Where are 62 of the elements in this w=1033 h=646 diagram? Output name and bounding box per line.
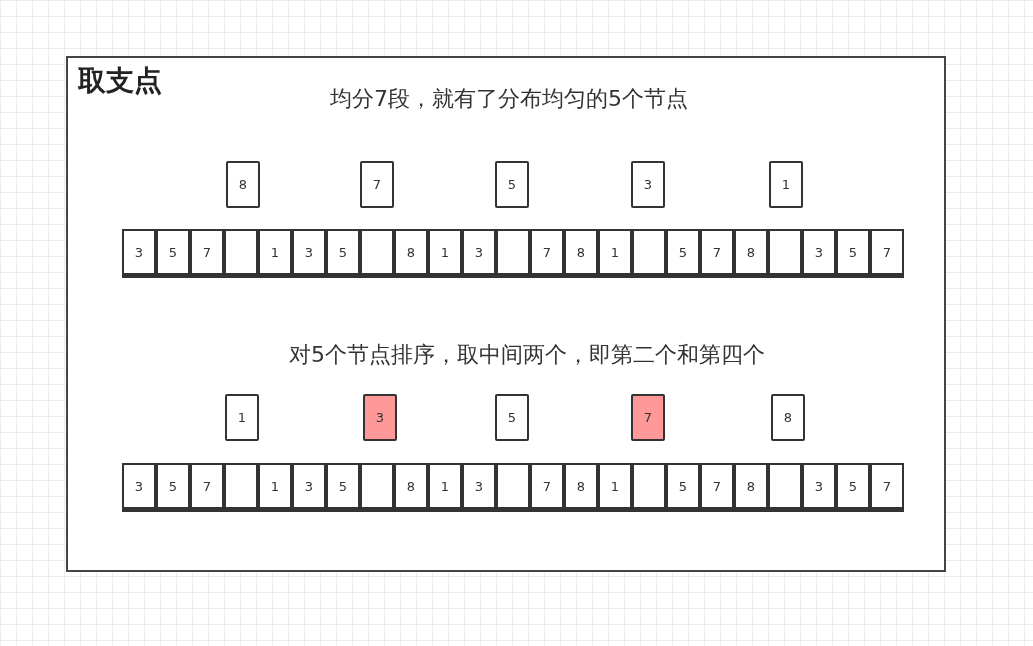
- array-cell: 5: [666, 465, 700, 509]
- array-cell: [768, 231, 802, 275]
- array-cell: 5: [836, 231, 870, 275]
- array-cell: 3: [122, 231, 156, 275]
- array-cell: [224, 465, 258, 509]
- array-cell: 5: [156, 465, 190, 509]
- pivot-card: 5: [495, 161, 529, 208]
- array-cell: [496, 465, 530, 509]
- array-cell: 5: [156, 231, 190, 275]
- array-cell: 8: [394, 231, 428, 275]
- array-cell: 8: [564, 465, 598, 509]
- array-cell: 3: [802, 465, 836, 509]
- array-bar: [122, 463, 904, 512]
- array-cell: 5: [836, 465, 870, 509]
- pivot-card: 3: [631, 161, 665, 208]
- array-cell: 7: [700, 231, 734, 275]
- pivot-card: 5: [495, 394, 529, 441]
- heading-text: 对5个节点排序，取中间两个，即第二个和第四个: [289, 341, 765, 369]
- array-cell: 7: [190, 231, 224, 275]
- array-cell: 8: [734, 231, 768, 275]
- array-cell: 7: [530, 465, 564, 509]
- array-cell: 3: [462, 465, 496, 509]
- pivot-card: 8: [771, 394, 805, 441]
- array-cell: 1: [258, 231, 292, 275]
- array-cell: 8: [564, 231, 598, 275]
- array-cell: 7: [190, 465, 224, 509]
- array-cell: 1: [428, 231, 462, 275]
- array-cell: 3: [122, 465, 156, 509]
- array-cell: 7: [700, 465, 734, 509]
- array-cell: 1: [258, 465, 292, 509]
- pivot-card: 7: [631, 394, 665, 441]
- array-cell: [360, 231, 394, 275]
- array-cell: [224, 231, 258, 275]
- array-cell: [496, 231, 530, 275]
- pivot-card: 8: [226, 161, 260, 208]
- array-cell: 5: [326, 465, 360, 509]
- array-cell: 7: [530, 231, 564, 275]
- heading-text: 均分7段，就有了分布均匀的5个节点: [330, 85, 688, 113]
- array-cell: [360, 465, 394, 509]
- array-cell: 5: [666, 231, 700, 275]
- array-cell: 3: [802, 231, 836, 275]
- array-cell: 1: [598, 231, 632, 275]
- array-cell: [632, 465, 666, 509]
- array-cell: 3: [462, 231, 496, 275]
- frame-label: 取支点: [78, 63, 162, 99]
- array-cell: 3: [292, 231, 326, 275]
- array-cell: 7: [870, 231, 904, 275]
- frame-panel: [66, 56, 946, 572]
- array-cell: 8: [734, 465, 768, 509]
- array-cell: 1: [598, 465, 632, 509]
- array-cell: 7: [870, 465, 904, 509]
- pivot-card: 1: [225, 394, 259, 441]
- array-bar: [122, 229, 904, 278]
- array-cell: 5: [326, 231, 360, 275]
- pivot-card: 1: [769, 161, 803, 208]
- pivot-card: 7: [360, 161, 394, 208]
- array-cell: 1: [428, 465, 462, 509]
- array-cell: [768, 465, 802, 509]
- array-cell: [632, 231, 666, 275]
- array-cell: 3: [292, 465, 326, 509]
- pivot-card: 3: [363, 394, 397, 441]
- array-cell: 8: [394, 465, 428, 509]
